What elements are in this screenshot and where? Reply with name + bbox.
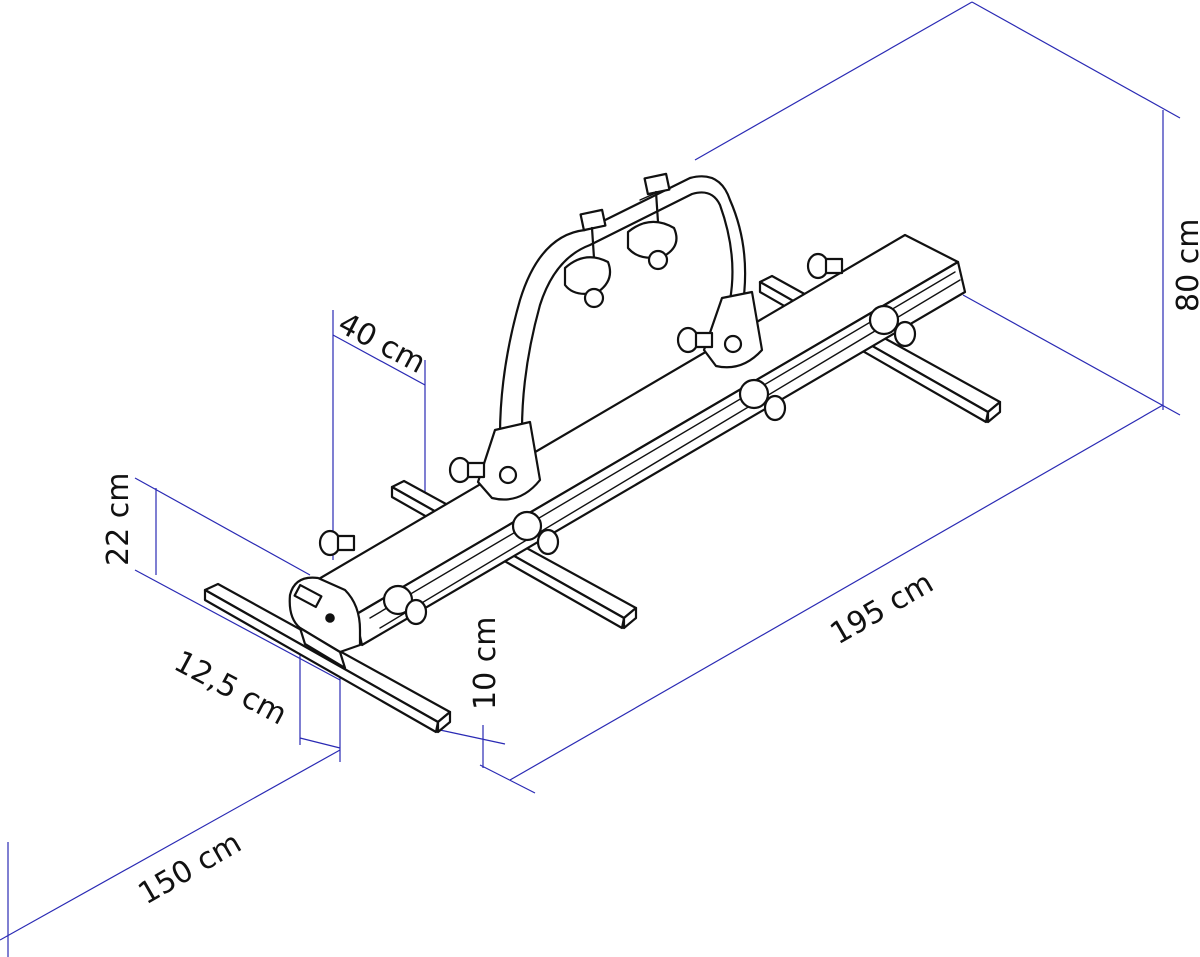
- dim-40-line: [332, 334, 426, 386]
- dim-arch-extension: [694, 1, 973, 161]
- arch-base-rear: [702, 290, 764, 369]
- coupler-4: [868, 304, 917, 348]
- label-80: 80 cm: [1171, 219, 1200, 312]
- dim-195-line: [509, 404, 1164, 781]
- dim-22-top-extension: [134, 477, 311, 576]
- label-10: 10 cm: [468, 617, 503, 710]
- knob-4: [806, 252, 844, 280]
- frame-clamp-right: [626, 172, 678, 271]
- dim-195-tick: [479, 764, 536, 794]
- main-beam: [298, 233, 967, 647]
- coupler-3: [738, 378, 787, 422]
- label-150: 150 cm: [133, 825, 248, 912]
- knob-3: [676, 326, 714, 354]
- label-22: 22 cm: [101, 473, 136, 566]
- dim-22-bottom-extension: [134, 569, 341, 681]
- dim-80-top-extension: [971, 1, 1181, 119]
- dim-12-5-line: [299, 737, 341, 749]
- logo-plate: [293, 583, 323, 609]
- label-40: 40 cm: [332, 306, 431, 381]
- label-195: 195 cm: [825, 565, 940, 652]
- end-cap: [288, 576, 362, 654]
- coupler-2: [511, 510, 560, 556]
- foot-bracket: [298, 626, 347, 670]
- knob-1: [318, 529, 356, 557]
- bike-rack: [203, 172, 1002, 734]
- label-12-5: 12,5 cm: [168, 644, 292, 732]
- arch-base-front: [476, 420, 542, 501]
- dim-150-line: [0, 749, 341, 941]
- frame-clamp-left: [563, 208, 612, 309]
- knob-2: [448, 456, 486, 484]
- dim-10-extension: [439, 729, 506, 745]
- dimension-labels: 80 cm 195 cm 40 cm 22 cm 10 cm 12,5 cm 1…: [101, 219, 1200, 912]
- dim-80-bottom-extension: [962, 294, 1181, 416]
- coupler-1: [382, 584, 428, 626]
